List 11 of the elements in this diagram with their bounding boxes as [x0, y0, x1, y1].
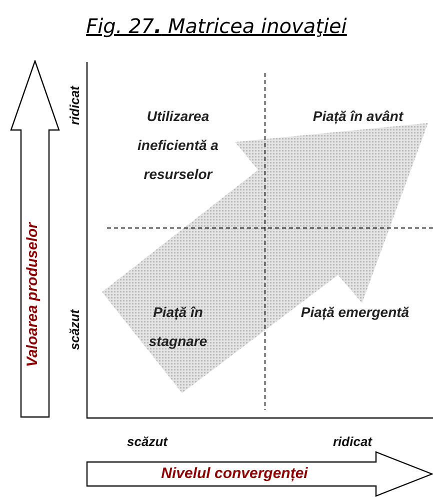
quadrant-label: Piață în avânt — [312, 107, 404, 126]
figure-title: Fig. 27. Matricea inovaţiei — [86, 14, 347, 38]
axis-tick-label: scăzut — [67, 308, 82, 352]
axis-tick-label: scăzut — [127, 434, 168, 449]
quadrant-label: Utilizarea ineficientă a resurselor — [136, 107, 220, 184]
axis-tick-label: ridicat — [67, 84, 82, 127]
axis-title: Nivelul convergenței — [160, 465, 309, 482]
axis-title: Valoarea produselor — [24, 221, 41, 370]
axis-tick-label: ridicat — [333, 434, 372, 449]
quadrant-label: Piață emergentă — [300, 303, 410, 322]
quadrant-label: Piață în stagnare — [148, 303, 208, 351]
